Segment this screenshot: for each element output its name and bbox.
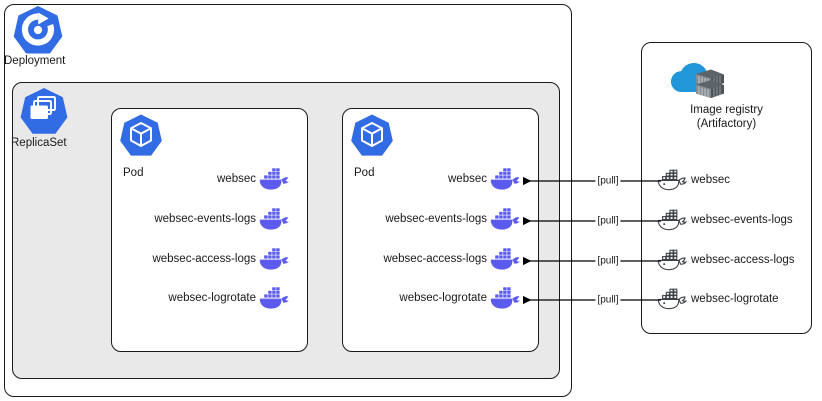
container-name: websec-access-logs bbox=[383, 253, 487, 265]
pod1-container-websec-events-logs[interactable]: websec-events-logs bbox=[124, 204, 290, 238]
docker-whale-icon bbox=[489, 167, 521, 198]
docker-whale-icon bbox=[258, 207, 290, 238]
container-name: websec bbox=[448, 173, 487, 185]
pod2-container-websec[interactable]: websec bbox=[355, 164, 521, 198]
registry-image-websec-events-logs[interactable]: websec-events-logs bbox=[657, 207, 807, 237]
deployment-label: Deployment bbox=[4, 55, 66, 67]
edge-label-pull-4: [pull] bbox=[595, 294, 621, 306]
pod1-container-websec-access-logs[interactable]: websec-access-logs bbox=[124, 244, 290, 278]
registry-image-websec-access-logs[interactable]: websec-access-logs bbox=[657, 247, 807, 277]
docker-whale-icon bbox=[258, 286, 290, 317]
kubernetes-pod-icon bbox=[117, 113, 165, 158]
edge-label-pull-3: [pull] bbox=[595, 255, 621, 267]
container-name: websec bbox=[217, 173, 256, 185]
pod-label-1: Pod bbox=[123, 167, 144, 179]
docker-whale-icon bbox=[489, 286, 521, 317]
registry-image-name: websec bbox=[691, 174, 730, 186]
pod1-container-websec[interactable]: websec bbox=[124, 164, 290, 198]
registry-image-name: websec-events-logs bbox=[691, 214, 793, 226]
docker-whale-outline-icon bbox=[657, 288, 688, 317]
registry-image-name: websec-access-logs bbox=[691, 254, 795, 266]
registry-image-name: websec-logrotate bbox=[691, 293, 779, 305]
container-name: websec-events-logs bbox=[154, 213, 256, 225]
cloud-registry-icon bbox=[666, 52, 728, 104]
container-name: websec-logrotate bbox=[399, 292, 487, 304]
docker-whale-icon bbox=[489, 247, 521, 278]
pod2-container-websec-logrotate[interactable]: websec-logrotate bbox=[355, 283, 521, 317]
image-registry-label-line2: (Artifactory) bbox=[696, 118, 757, 130]
edge-label-pull-1: [pull] bbox=[595, 175, 621, 187]
registry-image-websec[interactable]: websec bbox=[657, 167, 807, 197]
container-name: websec-events-logs bbox=[385, 213, 487, 225]
pod2-container-websec-access-logs[interactable]: websec-access-logs bbox=[355, 244, 521, 278]
pod2-container-websec-events-logs[interactable]: websec-events-logs bbox=[355, 204, 521, 238]
docker-whale-outline-icon bbox=[657, 169, 688, 198]
docker-whale-icon bbox=[258, 167, 290, 198]
docker-whale-icon bbox=[489, 207, 521, 238]
docker-whale-icon bbox=[258, 247, 290, 278]
replicaset-label: ReplicaSet bbox=[11, 137, 67, 149]
kubernetes-replicaset-icon bbox=[17, 86, 71, 136]
container-name: websec-logrotate bbox=[168, 292, 256, 304]
kubernetes-deployment-icon bbox=[10, 4, 66, 56]
container-name: websec-access-logs bbox=[152, 253, 256, 265]
pod1-container-websec-logrotate[interactable]: websec-logrotate bbox=[124, 283, 290, 317]
docker-whale-outline-icon bbox=[657, 249, 688, 278]
image-registry-box[interactable] bbox=[641, 42, 812, 334]
edge-label-pull-2: [pull] bbox=[595, 215, 621, 227]
image-registry-label-line1: Image registry bbox=[690, 104, 763, 116]
pod-label-2: Pod bbox=[354, 167, 375, 179]
kubernetes-pod-icon bbox=[348, 113, 396, 158]
docker-whale-outline-icon bbox=[657, 209, 688, 238]
registry-image-websec-logrotate[interactable]: websec-logrotate bbox=[657, 286, 807, 316]
